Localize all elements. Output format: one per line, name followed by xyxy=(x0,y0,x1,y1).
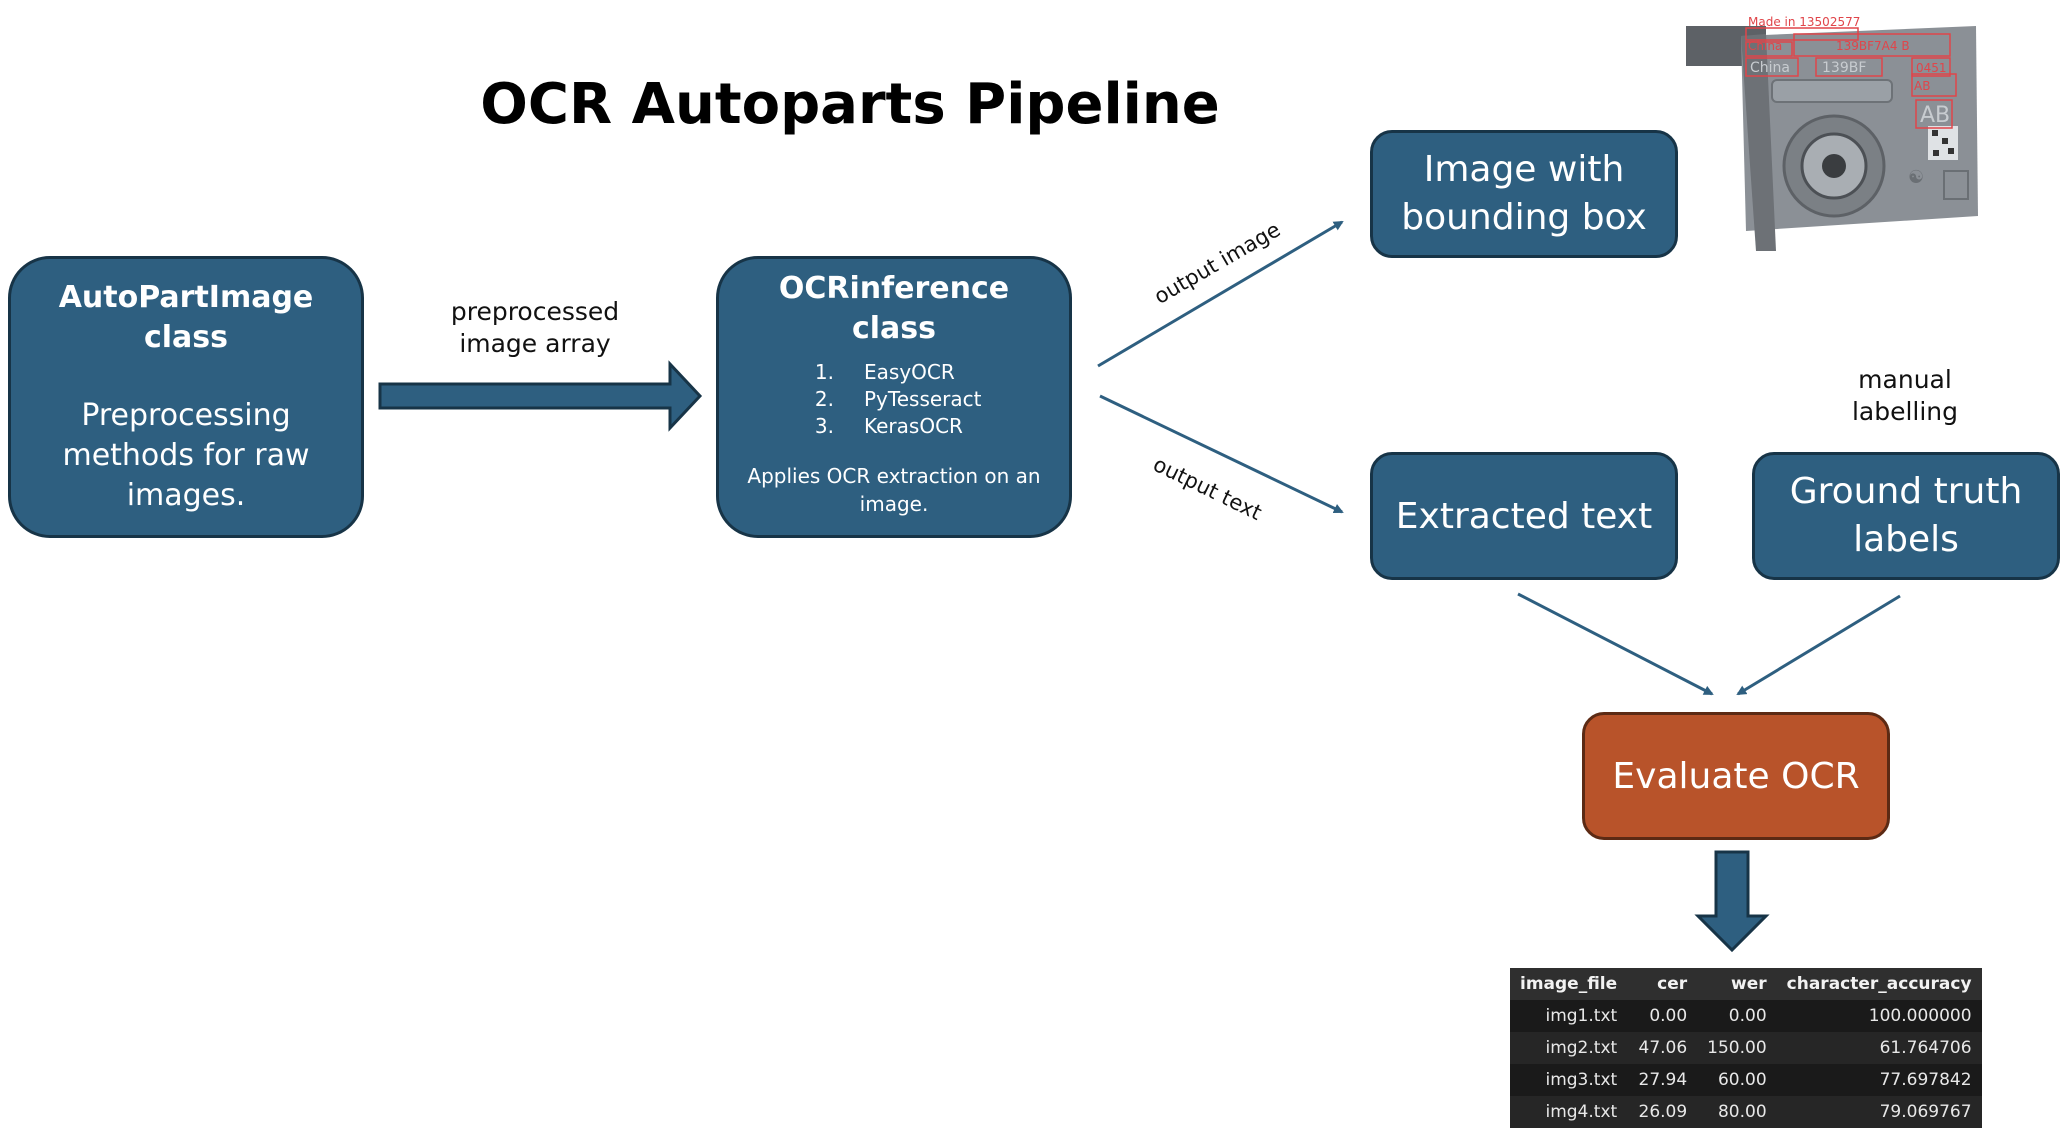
output-image-arrow xyxy=(1097,220,1344,368)
table-cell: 0.00 xyxy=(1697,1000,1777,1032)
table-cell: img4.txt xyxy=(1510,1096,1628,1128)
ocrinference-box: OCRinference class 1. EasyOCR 2. PyTessera… xyxy=(716,256,1072,538)
table-cell: 60.00 xyxy=(1697,1064,1777,1096)
annotation-made-in: Made in 13502577 xyxy=(1748,16,1860,29)
engine-name: PyTesseract xyxy=(864,387,982,411)
ocr-heading-line1: OCRinference xyxy=(778,271,1010,306)
ocr-engine-item: 1. EasyOCR xyxy=(764,359,1024,386)
autopart-body-line1: Preprocessing xyxy=(81,398,291,433)
engine-name: EasyOCR xyxy=(864,360,955,384)
ocr-description-line1: Applies OCR extraction on an xyxy=(747,464,1041,488)
ocr-engine-item: 2. PyTesseract xyxy=(764,386,1024,413)
output-text-arrow xyxy=(1099,394,1344,514)
annotation-ab: AB xyxy=(1914,79,1930,93)
table-row: img3.txt 27.94 60.00 77.697842 xyxy=(1510,1064,1982,1096)
ocr-description: Applies OCR extraction on an image. xyxy=(747,462,1040,518)
results-arrow xyxy=(1694,850,1770,953)
annotation-ab-2: AB xyxy=(1920,103,1950,128)
table-cell: img2.txt xyxy=(1510,1032,1628,1064)
autopart-body-line2: methods for raw xyxy=(62,438,310,473)
table-cell: img3.txt xyxy=(1510,1064,1628,1096)
annotation-code-2: 139BF xyxy=(1822,60,1866,76)
preprocessed-label: preprocessed image array xyxy=(430,296,640,360)
column-header: wer xyxy=(1697,968,1777,1000)
preprocessed-label-line1: preprocessed xyxy=(450,297,620,326)
evaluate-ocr-label: Evaluate OCR xyxy=(1612,755,1860,797)
extracted-text-box: Extracted text xyxy=(1370,452,1678,580)
autopart-photo-art: ☯ Made in 13502577 China 139BF7A4 B Chin… xyxy=(1686,15,1978,251)
extracted-to-evaluate-arrow xyxy=(1517,592,1714,696)
table-cell: 150.00 xyxy=(1697,1032,1777,1064)
manual-label-line1: manual xyxy=(1858,365,1952,394)
ground-truth-line2: labels xyxy=(1853,519,1959,560)
svg-text:☯: ☯ xyxy=(1908,167,1924,188)
preprocessed-label-line2: image array xyxy=(459,329,611,358)
table-cell: 0.00 xyxy=(1627,1000,1698,1032)
engine-number: 3. xyxy=(814,414,834,438)
ocr-heading: OCRinference class xyxy=(779,269,1009,349)
autopart-heading-line1: AutoPartImage xyxy=(58,280,314,315)
table-cell: 77.697842 xyxy=(1776,1064,1982,1096)
table-cell: 26.09 xyxy=(1627,1096,1698,1128)
column-header: cer xyxy=(1627,968,1698,1000)
autopart-photo: ☯ Made in 13502577 China 139BF7A4 B Chin… xyxy=(1686,15,1978,251)
engine-number: 2. xyxy=(814,387,834,411)
table-row: img1.txt 0.00 0.00 100.000000 xyxy=(1510,1000,1982,1032)
table-cell: 80.00 xyxy=(1697,1096,1777,1128)
ocr-engine-list: 1. EasyOCR 2. PyTesseract 3. KerasOCR xyxy=(764,359,1024,440)
preprocess-arrow xyxy=(378,360,703,432)
manual-label-line2: labelling xyxy=(1851,397,1959,426)
table-row: img4.txt 26.09 80.00 79.069767 xyxy=(1510,1096,1982,1128)
page-title: OCR Autoparts Pipeline xyxy=(480,72,1220,137)
annotation-0451: 0451 xyxy=(1916,61,1947,75)
table-cell: 79.069767 xyxy=(1776,1096,1982,1128)
annotation-china-2: China xyxy=(1750,60,1790,76)
autopart-heading-line2: class xyxy=(143,320,228,355)
column-header: character_accuracy xyxy=(1776,968,1982,1000)
table-cell: 100.000000 xyxy=(1776,1000,1982,1032)
ground-truth-line1: Ground truth xyxy=(1789,471,2023,512)
autopartimage-box: AutoPartImage class Preprocessing method… xyxy=(8,256,364,538)
table-cell: img1.txt xyxy=(1510,1000,1628,1032)
annotation-china: China xyxy=(1748,39,1782,53)
ocr-engine-item: 3. KerasOCR xyxy=(764,413,1024,440)
image-box-line1: Image with xyxy=(1423,149,1625,190)
ocr-heading-line2: class xyxy=(851,311,936,346)
engine-name: KerasOCR xyxy=(864,414,963,438)
groundtruth-to-evaluate-arrow xyxy=(1736,594,1901,696)
table-row: img2.txt 47.06 150.00 61.764706 xyxy=(1510,1032,1982,1064)
autopart-body: Preprocessing methods for raw images. xyxy=(62,396,309,516)
autopart-body-line3: images. xyxy=(126,478,246,513)
annotation-code: 139BF7A4 B xyxy=(1836,39,1910,53)
image-box-line2: bounding box xyxy=(1401,197,1647,238)
table-cell: 61.764706 xyxy=(1776,1032,1982,1064)
column-header: image_file xyxy=(1510,968,1628,1000)
autopart-heading: AutoPartImage class xyxy=(59,278,314,358)
engine-number: 1. xyxy=(814,360,834,384)
ocr-description-line2: image. xyxy=(859,492,929,516)
manual-labelling-label: manual labelling xyxy=(1810,364,2000,428)
extracted-text-label: Extracted text xyxy=(1395,495,1653,537)
image-with-bbox-box: Image with bounding box xyxy=(1370,130,1678,258)
results-table-container: image_file cer wer character_accuracy im… xyxy=(1510,968,1982,1128)
results-table: image_file cer wer character_accuracy im… xyxy=(1510,968,1982,1128)
evaluate-ocr-box: Evaluate OCR xyxy=(1582,712,1890,840)
table-cell: 47.06 xyxy=(1627,1032,1698,1064)
ground-truth-box: Ground truth labels xyxy=(1752,452,2060,580)
results-header-row: image_file cer wer character_accuracy xyxy=(1510,968,1982,1000)
table-cell: 27.94 xyxy=(1627,1064,1698,1096)
